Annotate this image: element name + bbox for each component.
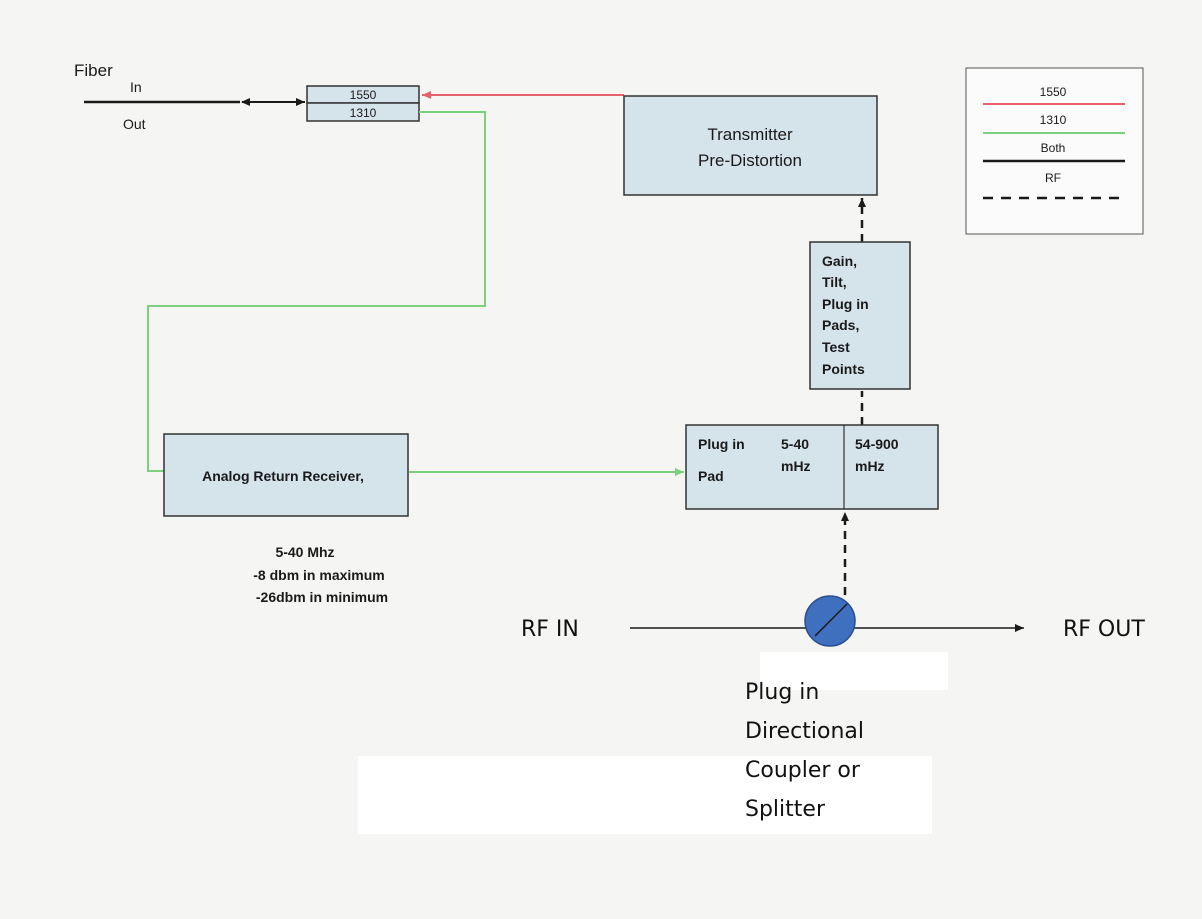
transmitter-box: Transmitter Pre-Distortion: [623, 95, 878, 196]
lower-white-area: [358, 756, 932, 834]
plugin-right-line2: mHz: [855, 458, 885, 474]
transmitter-line2: Pre-Distortion: [698, 151, 802, 170]
gain-box: Gain, Tilt, Plug in Pads, Test Points: [809, 241, 911, 390]
legend-label-both: Both: [1041, 141, 1066, 155]
gain-line-3: Pads,: [822, 317, 859, 333]
coupler-label-background: [760, 652, 948, 690]
receiver-note-2: -26dbm in minimum: [256, 589, 388, 605]
fiber-label: Fiber: [74, 61, 113, 80]
legend-label-rf: RF: [1045, 171, 1061, 185]
gain-line-2: Plug in: [822, 296, 869, 312]
plugin-mid-line1: 5-40: [781, 436, 809, 452]
transmitter-line1: Transmitter: [707, 125, 793, 144]
gain-line-4: Test: [822, 339, 850, 355]
wdm-1310-label: 1310: [350, 106, 377, 120]
rf-out-label: RF OUT: [1063, 617, 1145, 642]
gain-line-5: Points: [822, 361, 865, 377]
legend: 1550 1310 Both RF: [965, 67, 1144, 235]
legend-label-1550: 1550: [1040, 85, 1067, 99]
plugin-left-line2: Pad: [698, 468, 724, 484]
gain-line-1: Tilt,: [822, 274, 847, 290]
receiver-note-0: 5-40 Mhz: [275, 544, 334, 560]
coupler-label-1: Directional: [745, 719, 864, 744]
plugin-left-line1: Plug in: [698, 436, 745, 452]
plugin-right-line1: 54-900: [855, 436, 899, 452]
coupler-label-0: Plug in: [745, 680, 819, 705]
directional-coupler-icon: [804, 595, 856, 647]
wdm-1550-label: 1550: [350, 88, 377, 102]
coupler-label-2: Coupler or: [745, 758, 861, 783]
coupler-label-3: Splitter: [745, 797, 826, 822]
gain-line-0: Gain,: [822, 253, 857, 269]
plugin-mid-line2: mHz: [781, 458, 811, 474]
line-1310-return: [147, 111, 486, 472]
fiber-out-label: Out: [123, 116, 146, 132]
wdm-box: 1550 1310: [306, 85, 420, 122]
legend-label-1310: 1310: [1040, 113, 1067, 127]
receiver-note-1: -8 dbm in maximum: [253, 567, 384, 583]
fiber-in-label: In: [130, 79, 142, 95]
receiver-label: Analog Return Receiver,: [202, 468, 364, 484]
rf-in-label: RF IN: [521, 617, 579, 642]
receiver-box: Analog Return Receiver,: [163, 433, 409, 517]
plugin-pad-box: Plug in Pad 5-40 mHz 54-900 mHz: [685, 424, 939, 510]
